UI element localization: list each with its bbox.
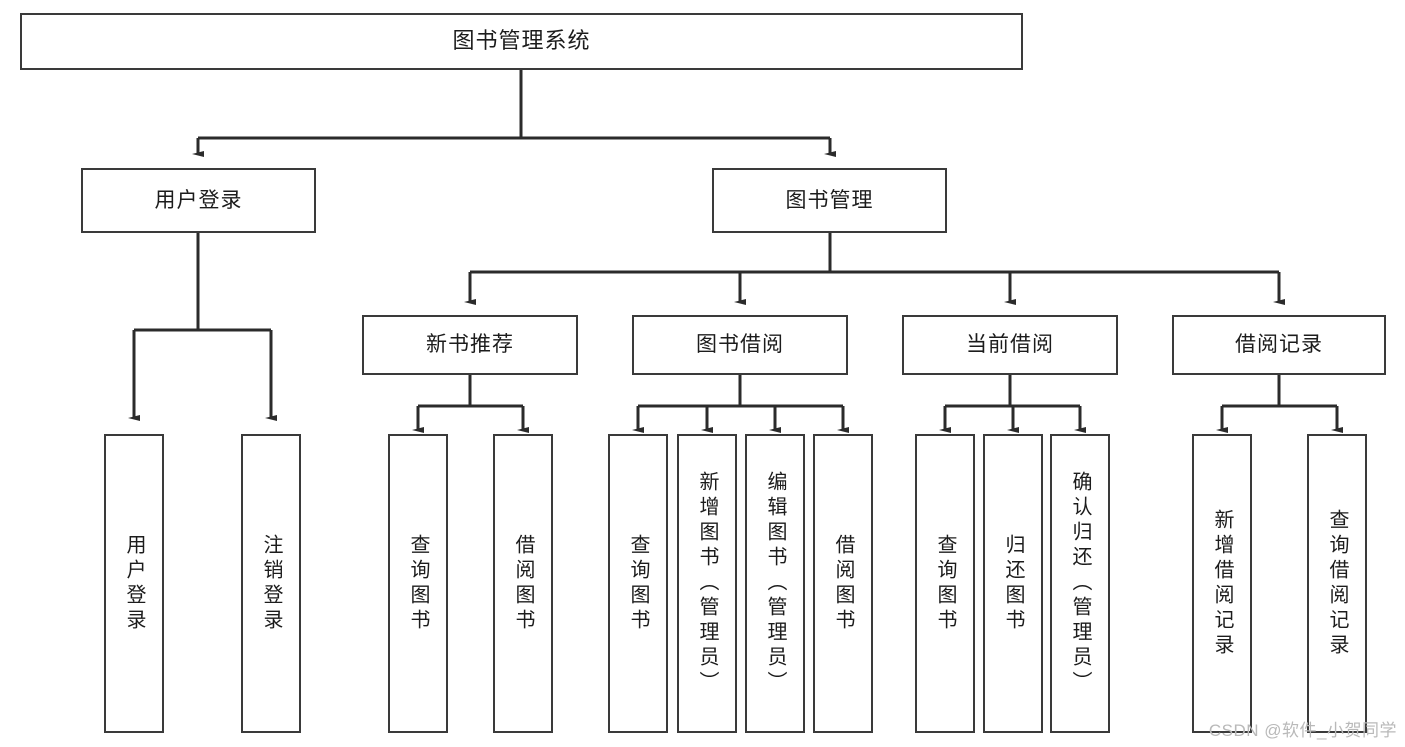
leaf-current-borrow-return[interactable]: 归还图书	[983, 434, 1043, 733]
node-book-management[interactable]: 图书管理	[712, 168, 947, 233]
node-current-borrow[interactable]: 当前借阅	[902, 315, 1118, 375]
leaf-label: 查询借阅记录	[1326, 508, 1348, 659]
leaf-new-book-query[interactable]: 查询图书	[388, 434, 448, 733]
leaf-book-borrow-query[interactable]: 查询图书	[608, 434, 668, 733]
watermark: CSDN @软件_小贺同学	[1208, 721, 1397, 740]
leaf-label: 注销登录	[260, 533, 282, 634]
leaf-user-login-logout[interactable]: 注销登录	[241, 434, 301, 733]
leaf-book-borrow-add[interactable]: 新增图书（管理员）	[677, 434, 737, 733]
node-book-borrow[interactable]: 图书借阅	[632, 315, 848, 375]
leaf-label: 新增借阅记录	[1211, 508, 1233, 659]
leaf-label: 借阅图书	[832, 533, 854, 634]
leaf-label: 查询图书	[627, 533, 649, 634]
node-root-system[interactable]: 图书管理系统	[20, 13, 1023, 70]
leaf-label: 查询图书	[407, 533, 429, 634]
leaf-borrow-record-add[interactable]: 新增借阅记录	[1192, 434, 1252, 733]
node-new-book-recommend[interactable]: 新书推荐	[362, 315, 578, 375]
leaf-user-login-login[interactable]: 用户登录	[104, 434, 164, 733]
node-borrow-record[interactable]: 借阅记录	[1172, 315, 1386, 375]
leaf-current-borrow-query[interactable]: 查询图书	[915, 434, 975, 733]
leaf-book-borrow-edit[interactable]: 编辑图书（管理员）	[745, 434, 805, 733]
leaf-new-book-borrow[interactable]: 借阅图书	[493, 434, 553, 733]
leaf-label: 查询图书	[934, 533, 956, 634]
leaf-label: 新增图书（管理员）	[696, 471, 718, 696]
leaf-current-borrow-confirm-return[interactable]: 确认归还（管理员）	[1050, 434, 1110, 733]
leaf-label: 借阅图书	[512, 533, 534, 634]
leaf-borrow-record-query[interactable]: 查询借阅记录	[1307, 434, 1367, 733]
leaf-label: 用户登录	[123, 533, 145, 634]
leaf-label: 编辑图书（管理员）	[764, 471, 786, 696]
node-user-login[interactable]: 用户登录	[81, 168, 316, 233]
leaf-label: 归还图书	[1002, 533, 1024, 634]
leaf-label: 确认归还（管理员）	[1069, 471, 1091, 696]
leaf-book-borrow-borrow[interactable]: 借阅图书	[813, 434, 873, 733]
